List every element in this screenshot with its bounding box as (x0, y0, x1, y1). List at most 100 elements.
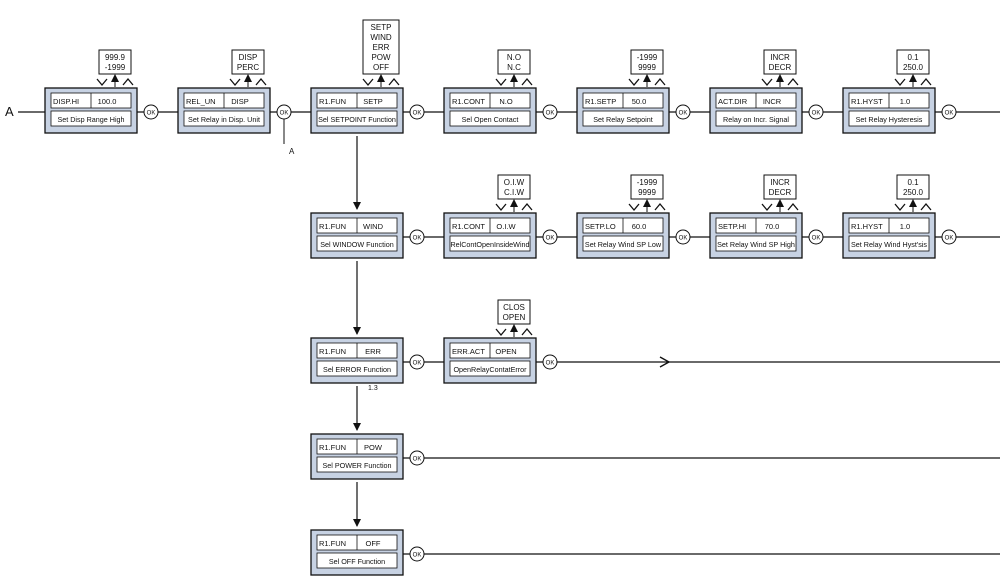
ok-connector (409, 354, 425, 370)
ok-connector (409, 104, 425, 120)
down-key-icon (229, 78, 241, 87)
param-value: DISP (231, 97, 249, 106)
up-key-icon (654, 202, 666, 211)
param-value: 60.0 (632, 222, 647, 231)
ok-connector-label: OK (546, 111, 555, 117)
up-key-icon (787, 77, 799, 86)
option-item: O.I.W (504, 178, 525, 187)
down-key-icon (96, 78, 108, 87)
desc-display (449, 110, 531, 127)
ok-connector-label: OK (413, 457, 422, 463)
ok-connector (542, 229, 558, 245)
option-item: PERC (237, 63, 259, 72)
option-item: INCR (770, 53, 790, 62)
param-description: Set Relay Wind SP High (717, 240, 795, 249)
step-note: 1.3 (368, 385, 378, 392)
option-item: N.C (507, 63, 521, 72)
param-description: Sel POWER Function (322, 461, 391, 470)
ok-connector (409, 229, 425, 245)
param-name: ERR.ACT (452, 347, 485, 356)
param-description: Set Relay in Disp. Unit (188, 115, 260, 124)
param-value: OFF (366, 539, 381, 548)
down-key-icon (495, 78, 507, 87)
param-description: Set Relay Wind Hyst'sis (851, 240, 927, 249)
option-item: DECR (769, 63, 792, 72)
option-list-box (497, 49, 531, 75)
param-name: R1.HYST (851, 97, 883, 106)
down-key-icon (495, 328, 507, 337)
ok-connector (941, 104, 957, 120)
entry-connector-label: A (5, 104, 14, 119)
param-value: OPEN (495, 347, 516, 356)
option-item: C.I.W (504, 188, 524, 197)
down-key-icon (894, 203, 906, 212)
flow-arrow-head (659, 356, 671, 368)
param-value: POW (364, 443, 383, 452)
param-name: R1.FUN (319, 443, 346, 452)
up-key-icon (255, 77, 267, 86)
option-list-box (896, 174, 930, 200)
desc-display (848, 110, 930, 127)
param-value: INCR (763, 97, 782, 106)
param-description: Set Relay Setpoint (593, 115, 653, 124)
desc-display (449, 235, 531, 252)
param-description: Set Disp Range High (57, 115, 124, 124)
param-description: Sel OFF Function (329, 557, 385, 566)
down-key-icon (362, 78, 374, 87)
down-key-icon (761, 78, 773, 87)
param-description: Relay on Incr. Signal (723, 115, 789, 124)
param-name: ACT.DIR (718, 97, 748, 106)
desc-display (715, 235, 797, 252)
param-value: 1.0 (900, 97, 910, 106)
desc-display (449, 360, 531, 377)
param-description: Sel WINDOW Function (320, 240, 394, 249)
ok-connector (409, 546, 425, 562)
param-name: R1.FUN (319, 539, 346, 548)
desc-display (582, 110, 664, 127)
up-key-icon (920, 77, 932, 86)
param-name: R1.CONT (452, 97, 485, 106)
up-key-icon (122, 77, 134, 86)
ok-connector-label: OK (945, 111, 954, 117)
param-value: 50.0 (632, 97, 647, 106)
ok-connector-label: OK (147, 111, 156, 117)
desc-display (316, 552, 398, 569)
block-r1-fun-off: R1.FUN OFF Sel OFF Function (310, 529, 404, 576)
option-item: ERR (373, 43, 390, 52)
option-list-box (763, 49, 797, 75)
param-name: R1.FUN (319, 222, 346, 231)
param-value: WIND (363, 222, 384, 231)
param-name: DISP.HI (53, 97, 79, 106)
option-item: 0.1 (907, 53, 919, 62)
param-description: RelContOpenInsideWind (450, 240, 529, 249)
param-value: 100.0 (98, 97, 117, 106)
param-description: Sel SETPOINT Function (318, 115, 396, 124)
down-key-icon (628, 78, 640, 87)
ok-connector-label: OK (679, 236, 688, 242)
option-item: OPEN (503, 313, 526, 322)
option-list-box (362, 19, 400, 75)
desc-display (715, 110, 797, 127)
block-r1-fun-wind: R1.FUN WIND Sel WINDOW Function (310, 212, 404, 259)
param-value: O.I.W (496, 222, 516, 231)
desc-display (316, 235, 398, 252)
ok-connector-label: OK (679, 111, 688, 117)
option-item: SETP (371, 23, 392, 32)
down-key-icon (495, 203, 507, 212)
param-description: Set Relay Wind SP Low (585, 240, 662, 249)
branch-connector-label: A (289, 147, 295, 156)
param-name: R1.SETP (585, 97, 616, 106)
option-item: 999.9 (105, 53, 126, 62)
param-value: ERR (365, 347, 381, 356)
up-key-icon (521, 202, 533, 211)
option-item: -1999 (105, 63, 126, 72)
